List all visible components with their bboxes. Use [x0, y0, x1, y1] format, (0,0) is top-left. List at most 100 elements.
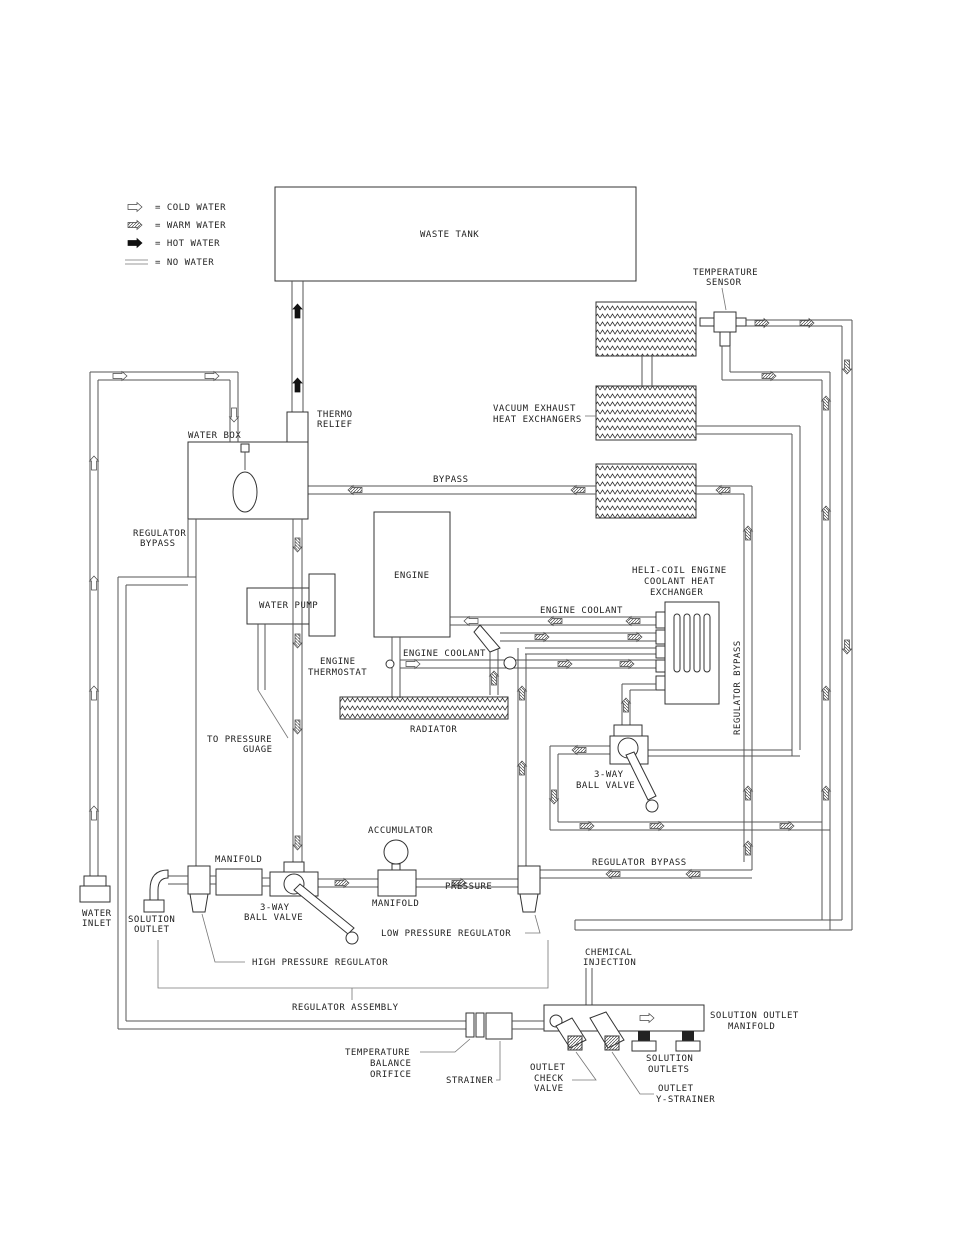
manifold-bottom-label: MANIFOLD: [372, 899, 419, 909]
ball-valve-right-label-1: 3-WAY: [594, 770, 624, 780]
chemical-injection-label-1: CHEMICAL: [585, 948, 632, 958]
temp-balance-orifice-label-3: ORIFICE: [370, 1070, 411, 1080]
engine-thermostat-label-1: ENGINE: [320, 657, 356, 667]
y-strainer-icon: [473, 624, 517, 670]
temperature-balance-orifice: [465, 1012, 485, 1038]
engine: [373, 511, 451, 638]
inlet-loop: [89, 371, 239, 876]
legend-hot: = HOT WATER: [155, 239, 220, 249]
to-pressure-gauge-label-1: TO PRESSURE: [207, 735, 272, 745]
manifold-top-label: MANIFOLD: [215, 855, 262, 865]
water-box-label: WATER BOX: [188, 431, 241, 441]
vacuum-hx-label-2: HEAT EXCHANGERS: [493, 415, 582, 425]
temperature-sensor: [699, 311, 747, 347]
warm-arrow-icon: [549, 789, 559, 805]
float-valve-icon: [232, 443, 258, 513]
warm-arrow-icon: [547, 616, 563, 626]
ball-valve-left-label-1: 3-WAY: [260, 903, 290, 913]
legend-none: = NO WATER: [155, 258, 214, 268]
warm-arrow-icon: [334, 878, 350, 888]
solution-outlet-label-1: SOLUTION: [128, 915, 175, 925]
warm-arrow-icon: [627, 632, 643, 642]
right-pipes: [308, 318, 853, 930]
high-pressure-regulator: [168, 865, 270, 913]
warm-arrow-icon: [779, 821, 795, 831]
warm-arrow-icon: [649, 821, 665, 831]
solution-outlets-label-2: OUTLETS: [648, 1065, 689, 1075]
no-water-line-icon: [125, 259, 148, 265]
helicoil-heat-exchanger: [655, 601, 720, 705]
warm-arrow-icon: [743, 525, 753, 541]
thermo-relief: [286, 411, 309, 443]
warm-arrow-icon: [743, 785, 753, 801]
hot-arrow-icon: [292, 377, 303, 393]
warm-arrow-icon: [292, 537, 303, 553]
regulator-bypass-vertical-label: REGULATOR BYPASS: [733, 640, 743, 735]
strainer-label: STRAINER: [446, 1076, 493, 1086]
heat-exchanger-1: [595, 301, 697, 357]
warm-arrow-icon: [842, 359, 852, 375]
waste-tank-label: WASTE TANK: [420, 230, 479, 240]
warm-arrow-icon: [743, 840, 753, 856]
outlet-check-valve-label-3: VALVE: [534, 1084, 564, 1094]
warm-arrow-icon: [821, 505, 831, 521]
engine-thermostat-label-2: THERMOSTAT: [308, 668, 367, 678]
warm-arrow-icon: [715, 485, 731, 495]
helicoil-label-3: EXCHANGER: [650, 588, 703, 598]
vacuum-heat-exchangers: [595, 301, 697, 519]
cold-arrow-icon: [112, 371, 128, 381]
cold-water-arrow-icon: [127, 202, 143, 212]
cold-arrow-icon: [405, 659, 421, 669]
warm-arrow-icon: [685, 869, 701, 879]
helicoil-label-1: HELI-COIL ENGINE: [632, 566, 727, 576]
main-vertical-pipe: [292, 519, 303, 866]
waste-tank: [274, 186, 637, 282]
cold-arrow-icon: [229, 407, 239, 423]
water-inlet-label-1: WATER: [82, 909, 112, 919]
regulator-assembly-bracket: [157, 940, 549, 1000]
cold-arrow-icon: [89, 575, 99, 591]
solution-outlet-label-2: OUTLET: [134, 925, 170, 935]
radiator-label: RADIATOR: [410, 725, 457, 735]
temp-balance-orifice-label-2: BALANCE: [370, 1059, 411, 1069]
water-inlet: [79, 875, 111, 903]
warm-arrow-icon: [571, 745, 587, 755]
warm-arrow-icon: [619, 659, 635, 669]
ball-valve-left: [269, 861, 359, 945]
solution-outlet-manifold-label-2: MANIFOLD: [728, 1022, 775, 1032]
outlet-y-strainer-label-1: OUTLET: [658, 1084, 694, 1094]
accumulator: [383, 839, 409, 871]
cold-arrow-icon: [89, 455, 99, 471]
warm-arrow-icon: [292, 835, 303, 851]
solution-outlet-manifold-label-1: SOLUTION OUTLET: [710, 1011, 799, 1021]
temp-sensor-label-2: SENSOR: [706, 278, 742, 288]
ball-valve-right-label-2: BALL VALVE: [576, 781, 635, 791]
outlet-y-strainer-label-2: Y-STRAINER: [656, 1095, 715, 1105]
radiator: [339, 696, 509, 720]
accumulator-label: ACCUMULATOR: [368, 826, 433, 836]
outlet-check-valve: [555, 1017, 587, 1051]
manifold-right: [377, 869, 417, 897]
temp-balance-orifice-label-1: TEMPERATURE: [345, 1048, 410, 1058]
cold-arrow-icon: [463, 616, 479, 626]
low-pressure-regulator: [517, 865, 541, 913]
manifold-left: [215, 868, 263, 896]
warm-arrow-icon: [605, 869, 621, 879]
thermostat-icon: [385, 659, 395, 669]
helicoil-label-2: COOLANT HEAT: [644, 577, 715, 587]
vacuum-hx-label-1: VACUUM EXHAUST: [493, 404, 576, 414]
water-pump-motor: [308, 573, 336, 637]
thermo-relief-label-1: THERMO: [317, 410, 353, 420]
cold-arrow-icon: [89, 805, 99, 821]
solution-outlets-label-1: SOLUTION: [646, 1054, 693, 1064]
regulator-bypass-left-label-1: REGULATOR: [133, 529, 186, 539]
engine-coolant-mid-label: ENGINE COOLANT: [403, 649, 486, 659]
heat-exchanger-3: [595, 463, 697, 519]
helicoil-valve-pipes: [549, 683, 830, 831]
temp-sensor-label-1: TEMPERATURE: [693, 268, 758, 278]
outlet-y-strainer: [589, 1011, 625, 1051]
high-pressure-regulator-label: HIGH PRESSURE REGULATOR: [252, 958, 388, 968]
warm-arrow-icon: [579, 821, 595, 831]
regulator-bypass-bottom-label: REGULATOR BYPASS: [592, 858, 687, 868]
